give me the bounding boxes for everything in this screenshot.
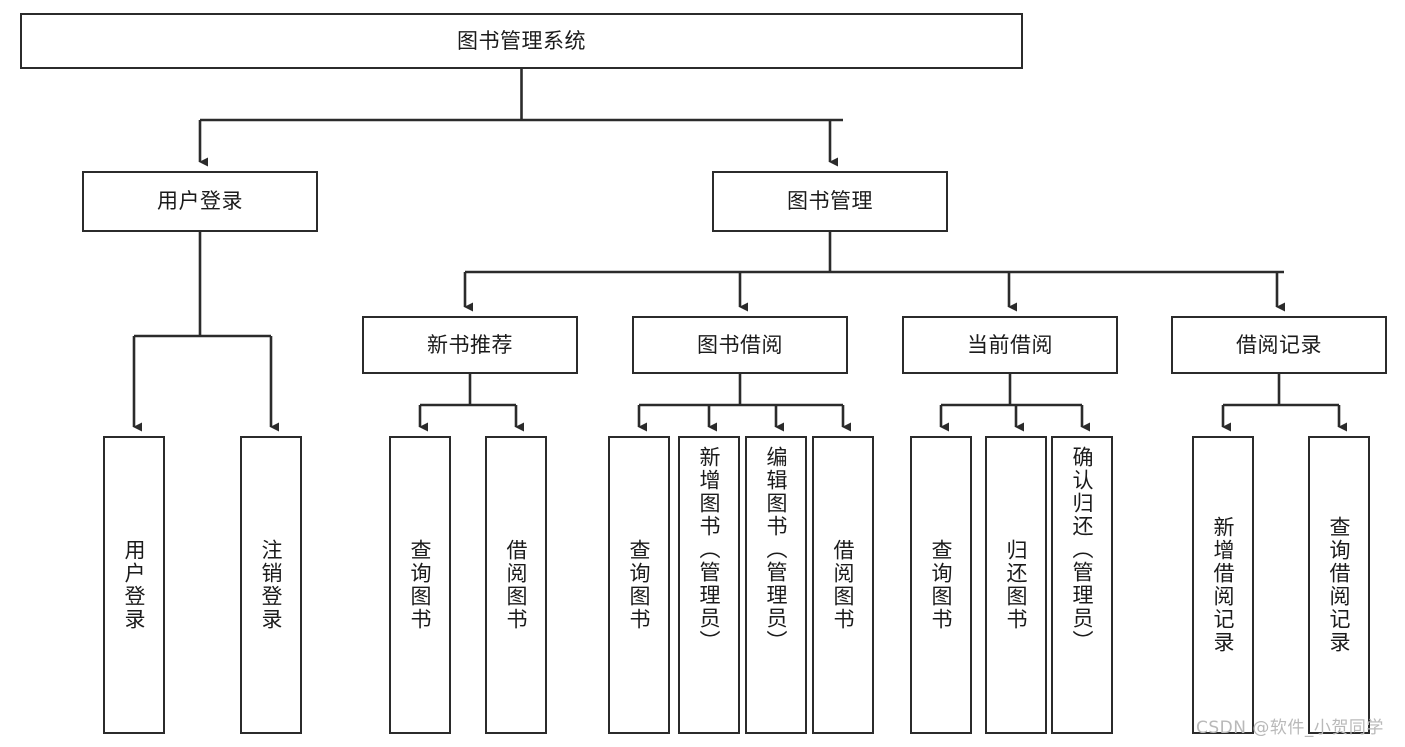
node-leaf-query-borrow-record-label: 查询借阅记录 (1327, 516, 1352, 654)
node-leaf-query-book-borrow[interactable]: 查询图书 (608, 436, 670, 734)
node-book-management-label: 图书管理 (787, 189, 873, 214)
node-leaf-add-borrow-record[interactable]: 新增借阅记录 (1192, 436, 1254, 734)
node-leaf-query-book-rec-label: 查询图书 (408, 539, 433, 631)
connector-new-book-recommend-to-leaves (418, 374, 524, 432)
node-leaf-add-book[interactable]: 新增图书（管理员） (678, 436, 740, 734)
node-root[interactable]: 图书管理系统 (20, 13, 1023, 69)
node-book-management[interactable]: 图书管理 (712, 171, 948, 232)
watermark-text: CSDN @软件_小贺同学 (1196, 718, 1384, 738)
node-leaf-logout-login-label: 注销登录 (259, 539, 284, 631)
node-user-login[interactable]: 用户登录 (82, 171, 318, 232)
node-leaf-add-book-label: 新增图书（管理员） (697, 446, 722, 653)
connector-borrow-records-to-leaves (1221, 374, 1347, 432)
node-root-label: 图书管理系统 (457, 28, 586, 53)
node-new-book-recommend-label: 新书推荐 (427, 332, 513, 357)
node-leaf-borrow-book-rec[interactable]: 借阅图书 (485, 436, 547, 734)
node-leaf-user-login-label: 用户登录 (122, 539, 147, 631)
node-user-login-label: 用户登录 (157, 189, 243, 214)
connector-book-borrow-to-leaves (637, 374, 851, 432)
node-leaf-borrow-book[interactable]: 借阅图书 (812, 436, 874, 734)
node-leaf-confirm-return[interactable]: 确认归还（管理员） (1051, 436, 1113, 734)
node-borrow-records-label: 借阅记录 (1236, 332, 1322, 357)
node-leaf-query-book-current[interactable]: 查询图书 (910, 436, 972, 734)
node-leaf-query-book-borrow-label: 查询图书 (627, 539, 652, 631)
node-leaf-query-book-rec[interactable]: 查询图书 (389, 436, 451, 734)
node-leaf-query-book-current-label: 查询图书 (929, 539, 954, 631)
connector-user-login-to-leaves (132, 232, 279, 432)
node-leaf-borrow-book-label: 借阅图书 (831, 539, 856, 631)
node-leaf-user-login[interactable]: 用户登录 (103, 436, 165, 734)
node-leaf-borrow-book-rec-label: 借阅图书 (504, 539, 529, 631)
node-book-borrow[interactable]: 图书借阅 (632, 316, 848, 374)
connector-current-borrow-to-leaves (939, 374, 1090, 432)
node-current-borrow-label: 当前借阅 (967, 332, 1053, 357)
node-leaf-return-book[interactable]: 归还图书 (985, 436, 1047, 734)
node-leaf-edit-book-label: 编辑图书（管理员） (764, 446, 789, 653)
node-leaf-add-borrow-record-label: 新增借阅记录 (1211, 516, 1236, 654)
node-borrow-records[interactable]: 借阅记录 (1171, 316, 1387, 374)
node-current-borrow[interactable]: 当前借阅 (902, 316, 1118, 374)
node-book-borrow-label: 图书借阅 (697, 332, 783, 357)
connector-book-management-to-level2 (463, 232, 1285, 312)
node-leaf-edit-book[interactable]: 编辑图书（管理员） (745, 436, 807, 734)
node-leaf-query-borrow-record[interactable]: 查询借阅记录 (1308, 436, 1370, 734)
node-leaf-confirm-return-label: 确认归还（管理员） (1070, 446, 1095, 653)
node-leaf-return-book-label: 归还图书 (1004, 539, 1029, 631)
connector-root-to-level1 (198, 69, 843, 167)
node-new-book-recommend[interactable]: 新书推荐 (362, 316, 578, 374)
node-leaf-logout-login[interactable]: 注销登录 (240, 436, 302, 734)
